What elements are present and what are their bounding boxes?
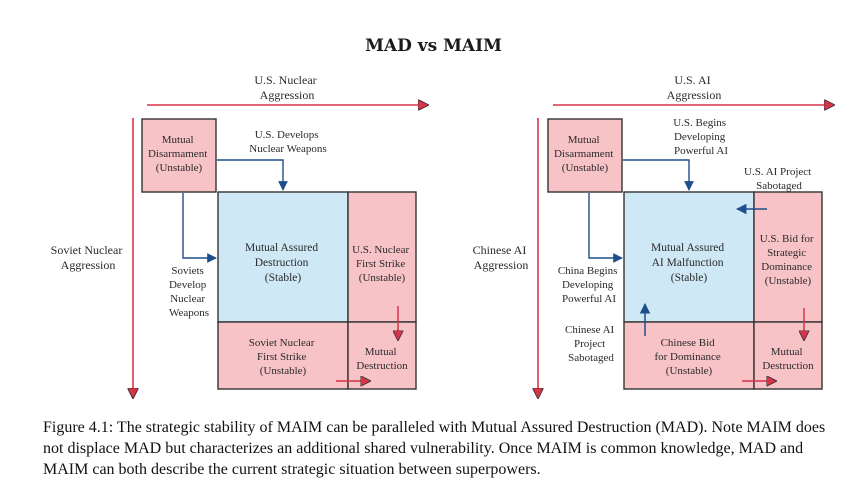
maim-left-axis-label: Chinese AI Aggression <box>473 243 530 272</box>
mad-left-axis-label: Soviet Nuclear Aggression <box>51 243 126 272</box>
maim-panel: U.S. AI Aggression Chinese AI Aggression… <box>473 73 834 398</box>
mad-disarmament-label: Mutual Disarmament (Unstable) <box>148 134 210 174</box>
maim-us-begins-arrow <box>623 159 694 191</box>
mad-stable-label: Mutual Assured Destruction (Stable) <box>245 242 321 284</box>
figure-title: MAD vs MAIM <box>365 36 502 56</box>
mad-disarmament-box <box>141 118 217 193</box>
mad-us-develops-label: U.S. Develops Nuclear Weapons <box>249 129 326 155</box>
maim-us-bid-cell <box>753 191 823 323</box>
mad-mutual-destruction-label: Mutual Destruction <box>356 346 408 372</box>
mad-panel: U.S. Nuclear Aggression Soviet Nuclear A… <box>51 73 428 398</box>
mad-us-strike-cell <box>347 191 417 323</box>
maim-chinese-bid-label: Chinese Bid for Dominance (Unstable) <box>654 337 723 377</box>
maim-us-bid-label: U.S. Bid for Strategic Dominance (Unstab… <box>760 233 817 287</box>
maim-us-begins-label: U.S. Begins Developing Powerful AI <box>673 117 729 157</box>
mad-soviets-develop-label: Soviets Develop Nuclear Weapons <box>169 265 209 319</box>
maim-disarmament-label: Mutual Disarmament (Unstable) <box>554 134 616 174</box>
maim-china-begins-label: China Begins Developing Powerful AI <box>558 265 620 305</box>
maim-top-axis-label: U.S. AI Aggression <box>667 73 722 102</box>
maim-mutual-destruction-cell <box>753 321 823 390</box>
maim-stable-label: Mutual Assured AI Malfunction (Stable) <box>651 242 727 284</box>
mad-soviet-strike-label: Soviet Nuclear First Strike (Unstable) <box>249 337 317 377</box>
figure-caption: Figure 4.1: The strategic stability of M… <box>43 419 826 478</box>
mad-soviet-strike-cell <box>217 321 349 390</box>
maim-china-begins-arrow <box>588 193 623 263</box>
mad-top-axis-label: U.S. Nuclear Aggression <box>254 73 319 102</box>
mad-mutual-destruction-cell <box>347 321 417 390</box>
maim-us-sabotaged-label: U.S. AI Project Sabotaged <box>744 166 814 192</box>
maim-cn-sabotaged-label: Chinese AI Project Sabotaged <box>565 324 617 364</box>
mad-us-develops-arrow <box>217 159 288 191</box>
mad-soviets-develop-arrow <box>182 193 217 263</box>
diagram: U.S. Nuclear Aggression Soviet Nuclear A… <box>51 73 867 410</box>
mad-us-strike-label: U.S. Nuclear First Strike (Unstable) <box>352 244 412 284</box>
maim-mutual-destruction-label: Mutual Destruction <box>762 346 814 372</box>
mad-stable-cell <box>217 191 349 323</box>
maim-disarmament-box <box>547 118 623 193</box>
